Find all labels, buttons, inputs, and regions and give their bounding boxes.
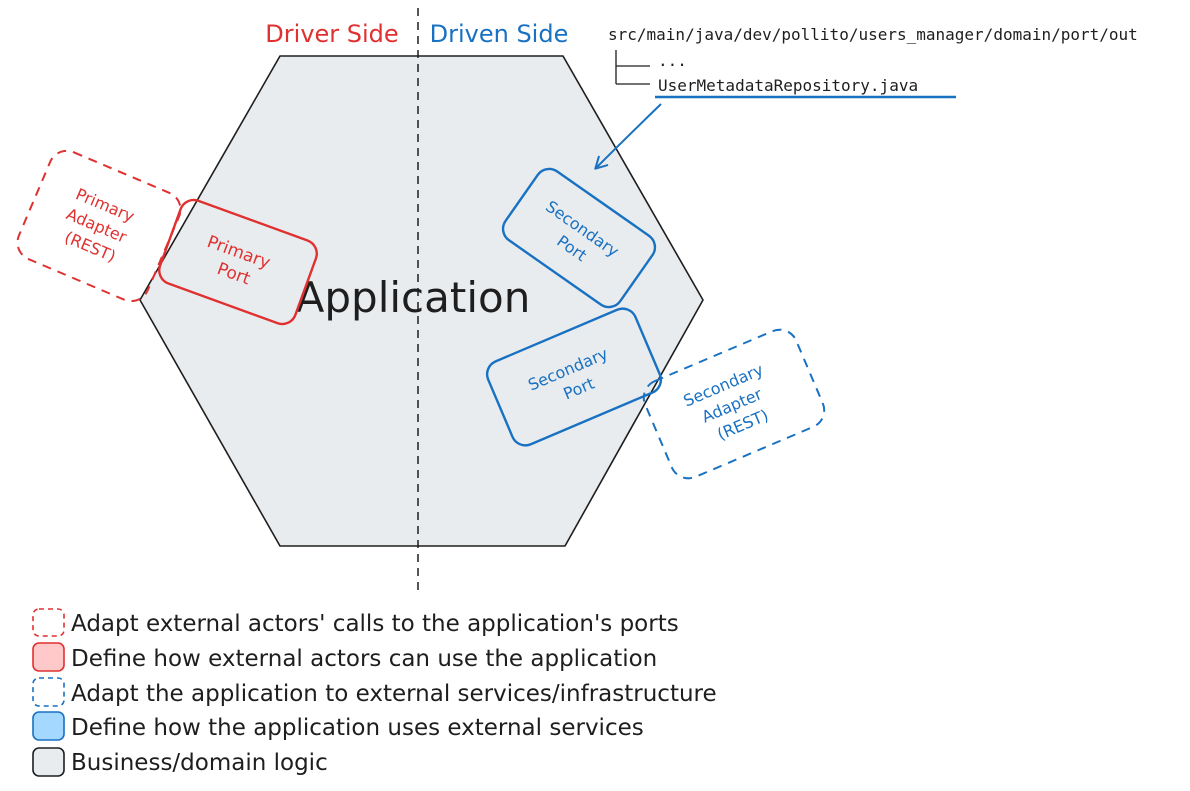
application-hexagon: [139, 55, 704, 547]
legend-text-4: Define how the application uses external…: [71, 715, 644, 741]
dashed-red-square-icon: [32, 608, 65, 637]
legend-text-3: Adapt the application to external servic…: [71, 681, 717, 707]
filled-gray-square-icon: [32, 747, 65, 777]
file-tree-path: src/main/java/dev/pollito/users_manager/…: [608, 25, 1138, 44]
application-label: Application: [296, 273, 531, 322]
dashed-blue-square-icon: [32, 677, 65, 707]
svg-text:Primary Adapter (R: Primary Adapter (REST): [55, 184, 143, 269]
legend-text-1: Adapt external actors' calls to the appl…: [71, 611, 679, 637]
file-to-port-arrow: [594, 103, 662, 170]
filled-blue-square-icon: [32, 711, 65, 741]
filled-red-square-icon: [32, 642, 65, 672]
legend-text-5: Business/domain logic: [71, 750, 328, 776]
svg-text:Secondary Adapter: Secondary Adapter (REST): [681, 358, 788, 451]
file-tree-ellipsis: ...: [658, 51, 687, 70]
file-tree-connector: [615, 50, 650, 85]
legend-text-2: Define how external actors can use the a…: [71, 646, 657, 672]
file-tree-file: UserMetadataRepository.java: [658, 76, 918, 95]
legend: Adapt external actors' calls to the appl…: [32, 608, 717, 777]
driven-side-label: Driven Side: [430, 20, 569, 48]
file-tree: src/main/java/dev/pollito/users_manager/…: [608, 25, 1138, 99]
driver-side-label: Driver Side: [265, 20, 398, 48]
